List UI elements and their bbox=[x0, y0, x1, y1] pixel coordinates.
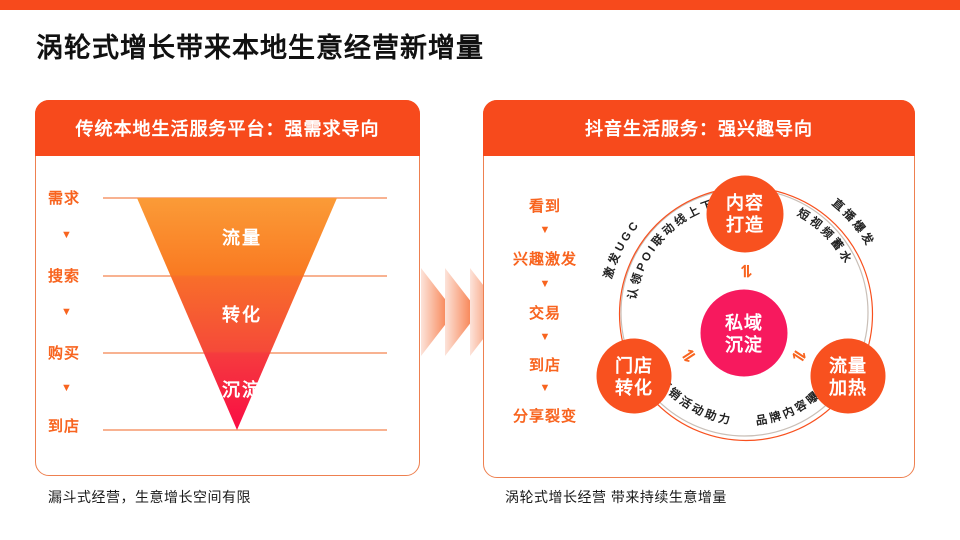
top-accent-bar bbox=[0, 0, 960, 10]
node-private-line2: 沉淀 bbox=[725, 334, 763, 355]
funnel-shape bbox=[137, 198, 337, 430]
arrow-down-icon: ▼ bbox=[539, 382, 551, 394]
right-step-see: 看到 bbox=[528, 198, 561, 215]
left-step-arrive: 到店 bbox=[48, 418, 81, 435]
node-traffic-line2: 加热 bbox=[828, 377, 867, 398]
left-step-search: 搜索 bbox=[48, 268, 81, 285]
left-step-purchase: 购买 bbox=[48, 345, 81, 362]
arrow-down-icon: ▼ bbox=[539, 331, 551, 343]
node-content-line2: 打造 bbox=[726, 214, 764, 235]
arrow-down-icon: ▼ bbox=[61, 382, 72, 394]
right-step-trade: 交易 bbox=[528, 305, 561, 322]
arrow-down-icon: ▼ bbox=[61, 306, 72, 318]
left-panel: 传统本地生活服务平台：强需求导向 bbox=[35, 100, 420, 476]
node-store-line2: 转化 bbox=[615, 377, 653, 398]
funnel-band-conversion: 转化 bbox=[222, 304, 262, 325]
right-step-arrive: 到店 bbox=[528, 357, 561, 374]
node-store-line1: 门店 bbox=[615, 355, 653, 376]
left-caption: 漏斗式经营，生意增长空间有限 bbox=[48, 489, 251, 505]
funnel-band-retention: 沉淀 bbox=[222, 379, 262, 400]
right-panel-header: 抖音生活服务：强兴趣导向 bbox=[483, 100, 915, 156]
node-traffic-circle bbox=[810, 338, 886, 414]
arrow-down-icon: ▼ bbox=[539, 224, 551, 236]
left-step-demand: 需求 bbox=[48, 190, 81, 207]
right-caption: 涡轮式增长经营 带来持续生意增量 bbox=[505, 489, 727, 505]
chevron-right-icon bbox=[445, 268, 479, 356]
node-private-domain-circle bbox=[700, 289, 788, 377]
funnel-band-traffic: 流量 bbox=[222, 227, 262, 248]
node-private-line1: 私域 bbox=[725, 312, 763, 333]
right-step-share: 分享裂变 bbox=[512, 408, 577, 425]
right-step-interest: 兴趣激发 bbox=[512, 251, 577, 268]
exchange-arrows-icon: ⇌ bbox=[788, 344, 811, 369]
page-title: 涡轮式增长带来本地生意经营新增量 bbox=[36, 33, 484, 63]
node-traffic-line1: 流量 bbox=[829, 355, 867, 376]
exchange-arrows-icon: ⇌ bbox=[736, 264, 756, 278]
exchange-arrows-icon: ⇌ bbox=[678, 344, 701, 369]
node-content-line1: 内容 bbox=[726, 192, 764, 213]
chevron-right-icon bbox=[421, 268, 455, 356]
funnel-diagram: 流量 转化 沉淀 bbox=[103, 197, 387, 431]
arrow-down-icon: ▼ bbox=[539, 278, 551, 290]
turbine-diagram: 激发UGC 认领POI联动线上下 直播爆发 短视频蓄水 营销活动助力 品牌内容曝… bbox=[596, 175, 886, 442]
left-panel-header: 传统本地生活服务平台：强需求导向 bbox=[35, 100, 420, 156]
node-content-circle bbox=[706, 175, 784, 253]
right-panel: 抖音生活服务：强兴趣导向 bbox=[483, 100, 915, 478]
arrow-down-icon: ▼ bbox=[61, 229, 72, 241]
node-store-circle bbox=[596, 338, 672, 414]
